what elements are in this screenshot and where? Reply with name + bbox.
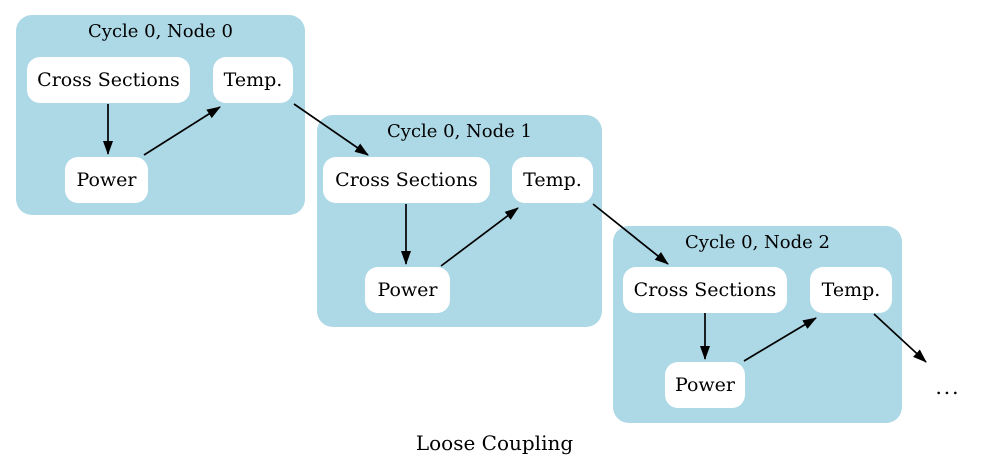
node-cross-sections-1: Cross Sections	[323, 157, 490, 203]
node-label: Power	[377, 279, 438, 301]
node-power-2: Power	[665, 362, 745, 408]
node-temp-1: Temp.	[512, 157, 593, 203]
cluster-title: Cycle 0, Node 1	[387, 121, 532, 142]
node-label: Cross Sections	[633, 279, 777, 301]
diagram-title: Loose Coupling	[415, 431, 574, 455]
node-power-1: Power	[365, 267, 450, 313]
cluster-title: Cycle 0, Node 2	[685, 232, 830, 253]
cluster-cycle0-node1: Cycle 0, Node 1 Cross Sections Temp. Pow…	[317, 115, 602, 327]
node-label: Temp.	[821, 279, 881, 301]
node-ellipsis: ...	[935, 375, 961, 399]
node-temp-0: Temp.	[213, 57, 293, 103]
node-label: Temp.	[523, 169, 582, 191]
node-label: Cross Sections	[37, 69, 180, 91]
node-label: Cross Sections	[335, 169, 478, 191]
cluster-cycle0-node0: Cycle 0, Node 0 Cross Sections Temp. Pow…	[16, 15, 305, 215]
node-label: Power	[76, 169, 137, 191]
cluster-title: Cycle 0, Node 0	[88, 21, 233, 42]
node-label: Temp.	[223, 69, 283, 91]
cluster-cycle0-node2: Cycle 0, Node 2 Cross Sections Temp. Pow…	[613, 226, 902, 423]
node-cross-sections-2: Cross Sections	[623, 267, 787, 313]
node-label: Power	[674, 374, 736, 396]
node-cross-sections-0: Cross Sections	[27, 57, 190, 103]
node-power-0: Power	[65, 157, 148, 203]
node-temp-2: Temp.	[810, 267, 892, 313]
